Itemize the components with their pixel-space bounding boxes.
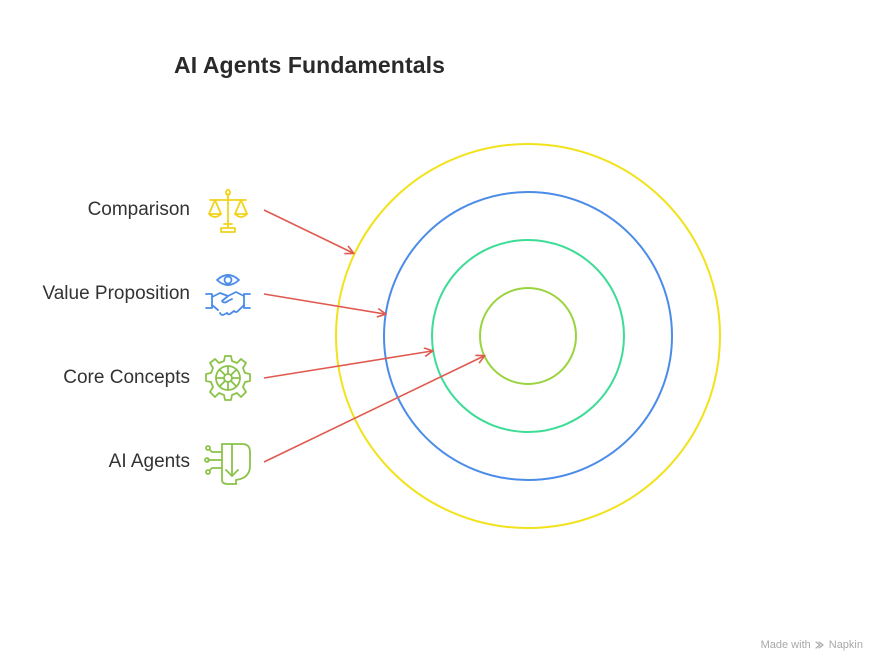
gear-wheel-icon — [202, 352, 254, 404]
label-comparison: Comparison — [87, 199, 190, 220]
watermark-brand: Napkin — [828, 639, 863, 651]
label-core-concepts: Core Concepts — [63, 367, 190, 388]
watermark-prefix: Made with — [760, 639, 811, 651]
arrow-value-proposition — [263, 293, 387, 318]
inner-ring — [479, 287, 577, 385]
scales-icon — [202, 184, 254, 236]
arrow-core-concepts — [263, 347, 434, 379]
third-ring — [431, 239, 625, 433]
label-ai-agents: AI Agents — [108, 451, 190, 472]
napkin-watermark: Made with Napkin — [761, 639, 863, 651]
circuit-brain-icon — [202, 436, 254, 488]
outer-ring — [335, 143, 721, 529]
arrow-comparison — [263, 209, 355, 255]
napkin-logo-icon — [815, 641, 824, 649]
second-ring — [383, 191, 673, 481]
label-value-proposition: Value Proposition — [42, 283, 190, 304]
page-title: AI Agents Fundamentals — [174, 52, 445, 78]
arrow-ai-agents — [263, 354, 486, 463]
handshake-eye-icon — [202, 268, 254, 320]
